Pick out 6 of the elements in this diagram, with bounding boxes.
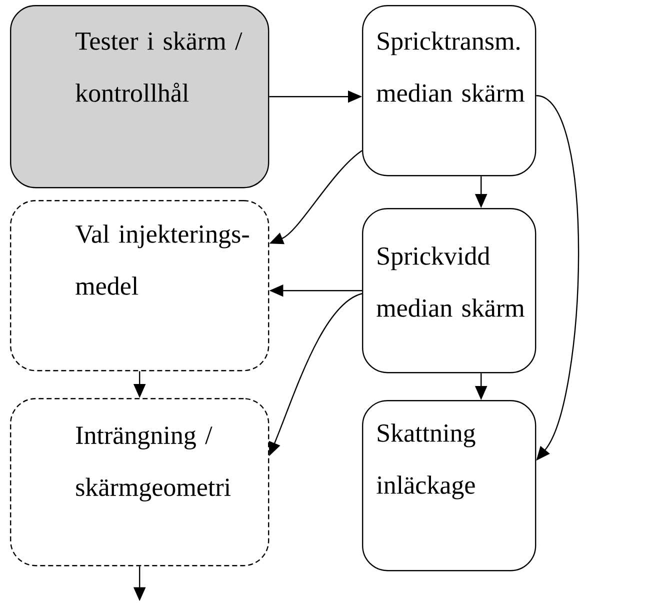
process-box: Skattning inläckage — [362, 400, 536, 572]
shaded-box: Tester i skärm / kontrollhål — [10, 5, 270, 188]
process-box: Spricktransm. median skärm — [362, 5, 536, 176]
dashed-box: Val injekterings-medel — [10, 200, 270, 372]
dashed-box: Inträngning / skärmgeometri — [10, 398, 270, 566]
process-box: Sprickvidd median skärm — [362, 208, 536, 374]
